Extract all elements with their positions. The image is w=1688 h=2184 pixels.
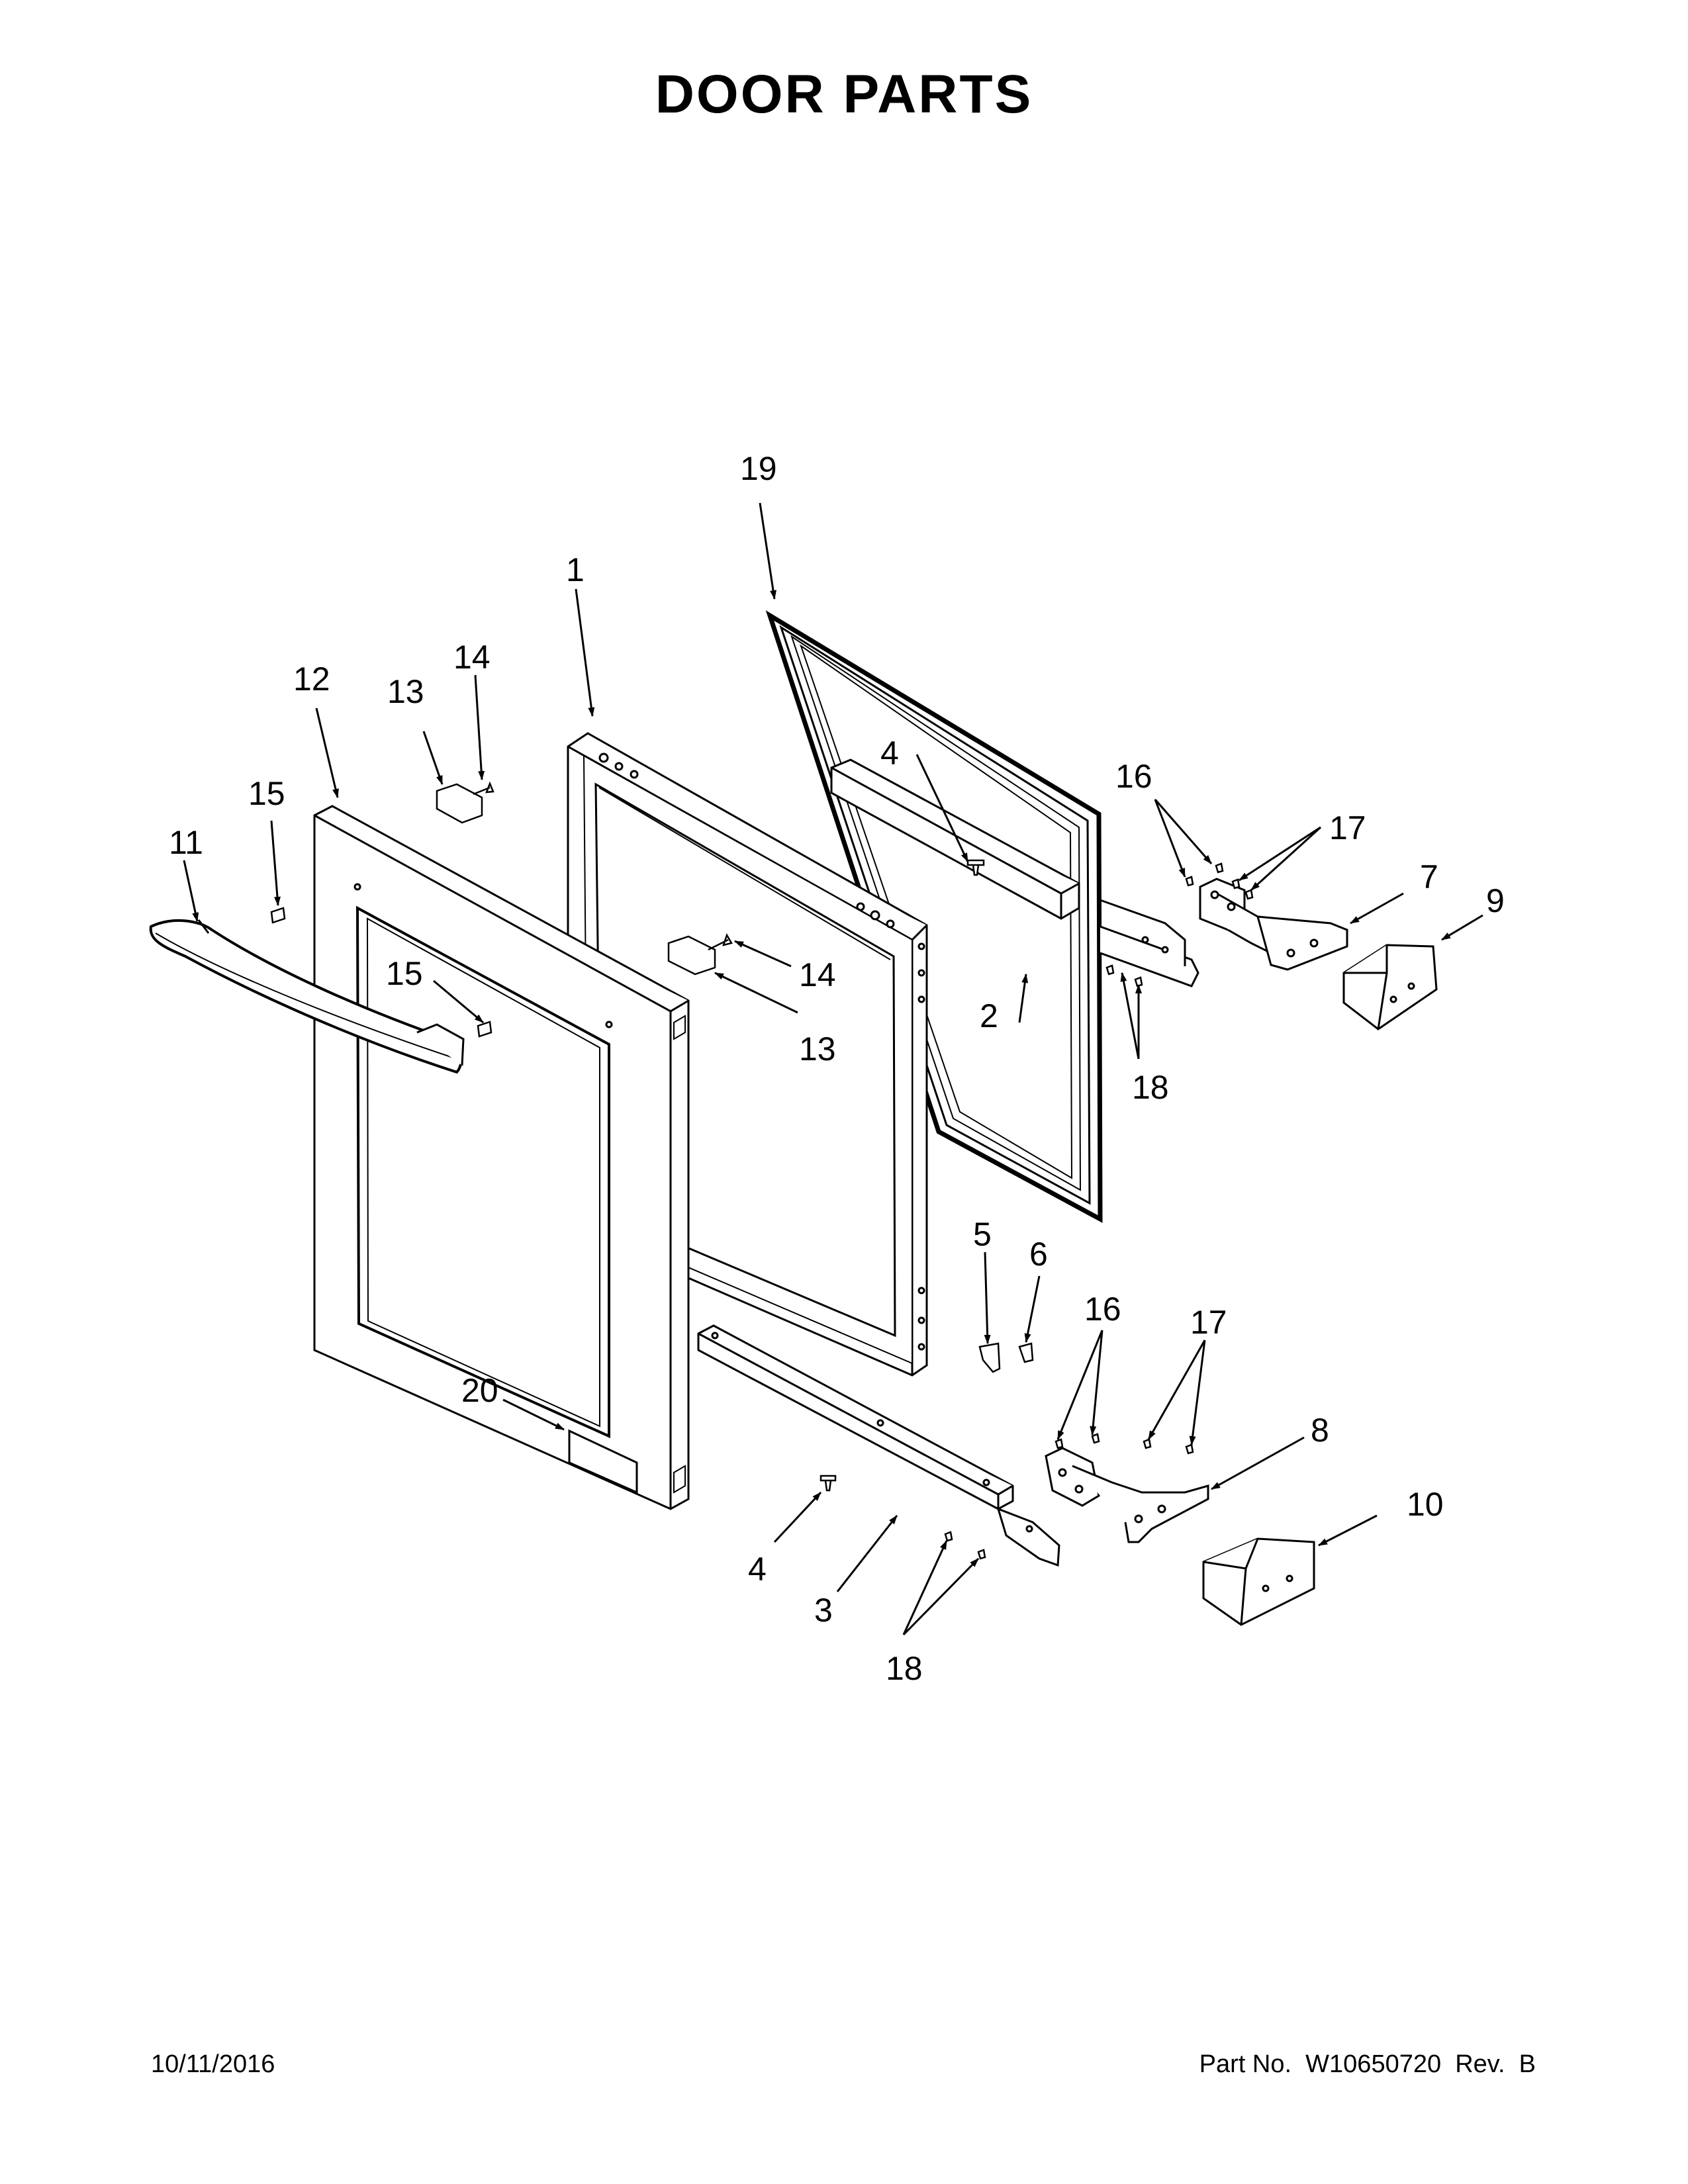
screw-14-lower <box>708 933 733 951</box>
callout-4-lower: 4 <box>748 1551 767 1588</box>
callout-4-upper: 4 <box>880 735 899 772</box>
callout-9: 9 <box>1486 882 1505 919</box>
callout-17-lower: 17 <box>1190 1304 1227 1341</box>
bottom-rail <box>697 1324 1060 1567</box>
callout-15-lower: 15 <box>386 955 423 992</box>
stop-6 <box>1018 1342 1034 1363</box>
upper-hinge-rail <box>1100 899 1199 987</box>
callout-6: 6 <box>1029 1236 1048 1273</box>
callout-10: 10 <box>1407 1486 1444 1523</box>
screw-17a <box>1231 878 1241 889</box>
callout-11: 11 <box>169 824 203 861</box>
callout-13-lower: 13 <box>799 1030 836 1068</box>
screw-16b <box>1215 862 1224 874</box>
screw-18b <box>1134 976 1143 987</box>
screw-18d <box>977 1549 986 1560</box>
upper-hinge <box>1199 878 1348 971</box>
screw-17c <box>1143 1438 1152 1449</box>
callout-18-upper: 18 <box>1132 1069 1169 1106</box>
callout-5: 5 <box>973 1216 992 1253</box>
page-title: DOOR PARTS <box>655 64 1033 124</box>
callout-7: 7 <box>1420 858 1438 895</box>
screw-16d <box>1091 1433 1100 1444</box>
pad-13-lower <box>667 935 716 976</box>
small-hardware <box>270 781 1254 1560</box>
callout-15-upper: 15 <box>248 775 285 812</box>
callout-13-upper: 13 <box>387 673 424 710</box>
lower-hinge-cover <box>1202 1537 1315 1626</box>
outer-door-frame <box>313 805 690 1510</box>
callout-8: 8 <box>1311 1412 1329 1449</box>
bumper-15-lower <box>477 1021 492 1038</box>
screw-14-upper <box>473 781 494 796</box>
callout-2: 2 <box>980 997 998 1034</box>
callout-1: 1 <box>566 551 585 588</box>
callout-20: 20 <box>461 1372 498 1409</box>
leader-lines <box>183 502 1483 1636</box>
top-channel <box>830 758 1080 920</box>
bracket-5 <box>978 1342 1001 1373</box>
pad-13-upper <box>436 783 483 824</box>
bumper-15-upper <box>270 907 286 924</box>
callout-3: 3 <box>814 1592 833 1629</box>
lower-hinge <box>1045 1447 1209 1543</box>
callout-18-lower: 18 <box>886 1650 923 1687</box>
callout-19: 19 <box>740 450 777 487</box>
door-handle <box>149 919 465 1074</box>
callout-14-lower: 14 <box>799 956 836 993</box>
footer-date: 10/11/2016 <box>151 2050 275 2078</box>
callout-14-upper: 14 <box>453 639 491 676</box>
screw-18a <box>1105 964 1115 976</box>
screw-18c <box>944 1531 953 1542</box>
callout-17-upper: 17 <box>1329 809 1366 846</box>
screw-16a <box>1185 876 1194 887</box>
callout-16-upper: 16 <box>1115 758 1152 795</box>
screw-17b <box>1244 889 1254 900</box>
screw-4-upper <box>966 859 985 876</box>
footer-part-number: Part No. W10650720 Rev. B <box>1199 2050 1536 2078</box>
upper-hinge-cover <box>1342 944 1438 1030</box>
callout-16-lower: 16 <box>1084 1291 1121 1328</box>
callout-12: 12 <box>293 660 330 698</box>
screw-17d <box>1185 1443 1194 1455</box>
callout-labels: 19 1 14 13 12 15 11 15 4 14 13 2 16 17 7… <box>169 450 1505 1687</box>
screw-16c <box>1055 1438 1064 1449</box>
screw-4-lower <box>820 1475 837 1492</box>
